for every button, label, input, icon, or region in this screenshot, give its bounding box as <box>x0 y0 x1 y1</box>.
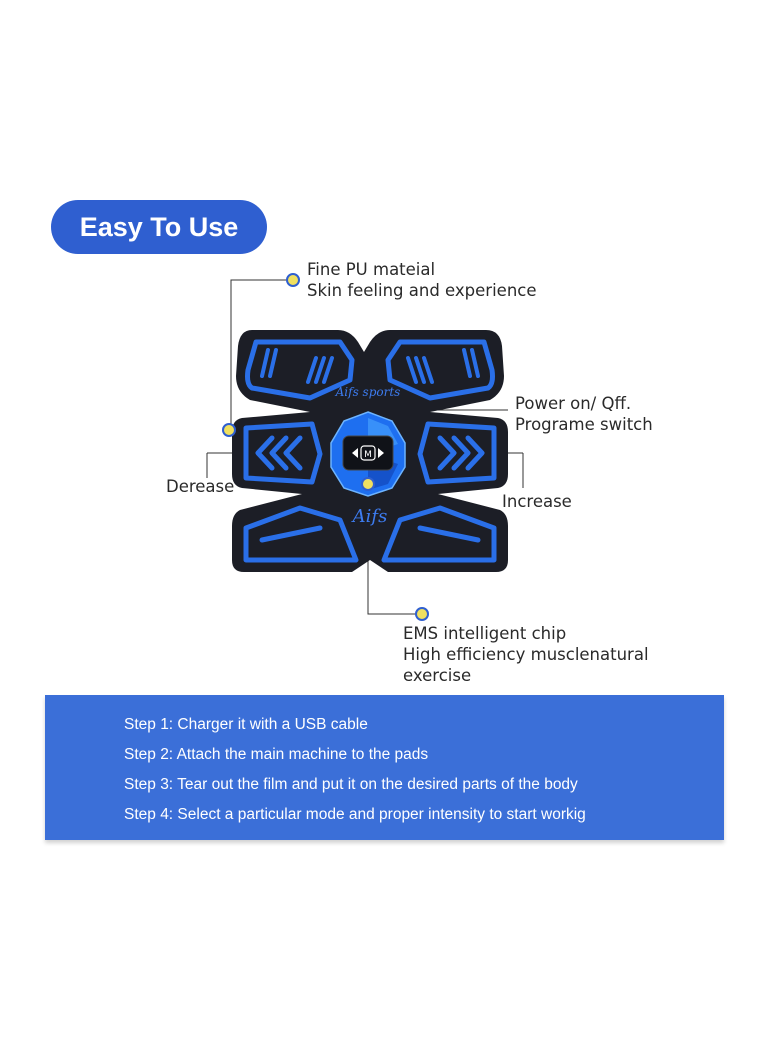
top-left-wing-trim <box>245 339 355 401</box>
step-3: Step 3: Tear out the film and put it on … <box>124 776 578 793</box>
material-callout: Fine PU mateial Skin feeling and experie… <box>307 259 537 301</box>
step-4: Step 4: Select a particular mode and pro… <box>124 806 586 823</box>
bottom-left-trim <box>243 505 359 563</box>
step-2: Step 2: Attach the main machine to the p… <box>124 746 429 763</box>
pad-brand-bottom: Aifs <box>351 506 388 527</box>
power-callout-line-1: Power on/ Qff. <box>515 394 632 413</box>
top-right-wing-trim <box>385 339 495 401</box>
power-callout-line-2: Programe switch <box>515 415 653 434</box>
chip-callout-line-3: exercise <box>403 666 472 685</box>
chip-callout-line-2: High efficiency musclenatural <box>403 645 649 664</box>
controller-unit: M <box>330 411 406 497</box>
decrease-callout: Derease <box>166 477 235 496</box>
chip-dot <box>361 477 375 491</box>
increase-arrow-icon[interactable] <box>378 448 384 458</box>
right-middle-trim <box>417 421 497 485</box>
power-callout: Power on/ Qff. Programe switch <box>515 393 653 435</box>
power-button-label: M <box>364 450 372 460</box>
decrease-arrow-icon[interactable] <box>352 448 358 458</box>
chip-callout-dot <box>415 607 429 621</box>
edge-dot <box>222 423 236 437</box>
material-dot <box>286 273 300 287</box>
step-1: Step 1: Charger it with a USB cable <box>124 716 368 733</box>
material-callout-line-1: Fine PU mateial <box>307 260 436 279</box>
chip-callout-line-1: EMS intelligent chip <box>403 624 567 643</box>
material-leader-line <box>230 279 287 430</box>
pad-brand-top: Aifs sports <box>335 385 401 399</box>
power-button[interactable] <box>360 445 376 461</box>
callout-dots <box>222 273 429 621</box>
left-middle-trim <box>243 421 323 485</box>
chip-callout: EMS intelligent chip High efficiency mus… <box>403 623 649 686</box>
material-callout-line-2: Skin feeling and experience <box>307 281 537 300</box>
increase-callout: Increase <box>502 492 572 511</box>
steps-panel: Step 1: Charger it with a USB cable Step… <box>45 695 724 840</box>
bottom-right-trim <box>381 505 497 563</box>
easy-to-use-badge: Easy To Use <box>51 200 267 254</box>
